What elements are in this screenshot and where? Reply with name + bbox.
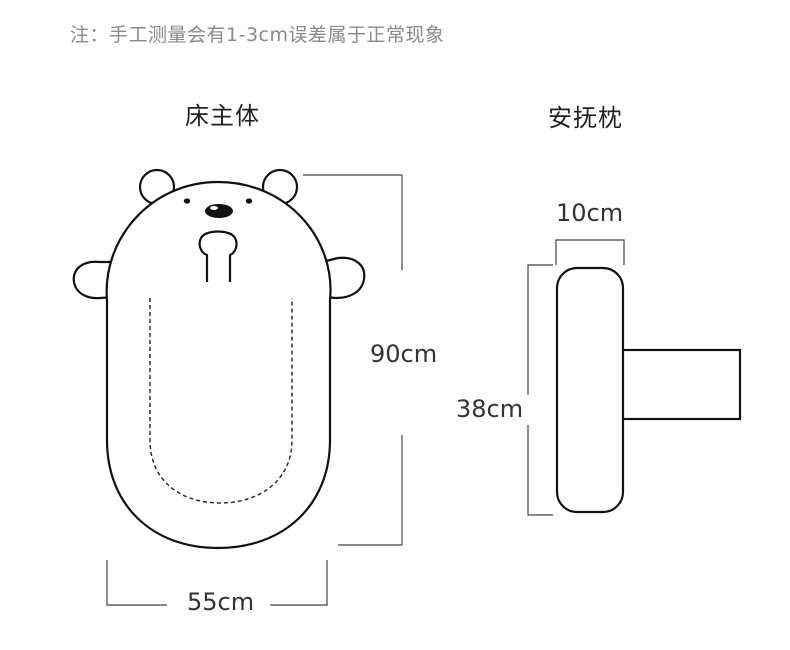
pillow-body — [555, 266, 625, 514]
pillow-dimension-lines — [527, 239, 625, 516]
bed-width-line-right — [270, 560, 328, 606]
pillow-title: 安抚枕 — [548, 104, 623, 132]
bed-illustration — [72, 168, 366, 550]
bed-dimension-lines — [106, 174, 403, 606]
pillow-length-label: 38cm — [456, 395, 524, 423]
bear-left-eye — [183, 198, 191, 204]
bed-length-line-bottom — [338, 435, 403, 546]
bed-inner-seam — [149, 298, 293, 504]
measurement-note: 注：手工测量会有1-3cm误差属于正常现象 — [70, 24, 445, 46]
bed-body-title: 床主体 — [185, 102, 260, 130]
bed-length-line-top — [303, 174, 403, 270]
bear-right-eye — [245, 198, 253, 204]
pillow-width-line — [555, 239, 625, 265]
pillow-strap — [620, 348, 742, 421]
pillow-length-line-bottom — [527, 425, 553, 516]
bed-neck-insert — [198, 230, 238, 282]
bed-width-line-left — [106, 560, 167, 606]
bed-outline — [105, 180, 332, 550]
pillow-length-line-top — [527, 264, 553, 395]
bear-nose — [205, 204, 233, 218]
pillow-illustration — [555, 266, 742, 514]
pillow-width-label: 10cm — [556, 199, 624, 227]
bed-width-label: 55cm — [187, 588, 255, 616]
bear-nose-highlight — [210, 206, 218, 210]
bed-length-label: 90cm — [370, 340, 438, 368]
